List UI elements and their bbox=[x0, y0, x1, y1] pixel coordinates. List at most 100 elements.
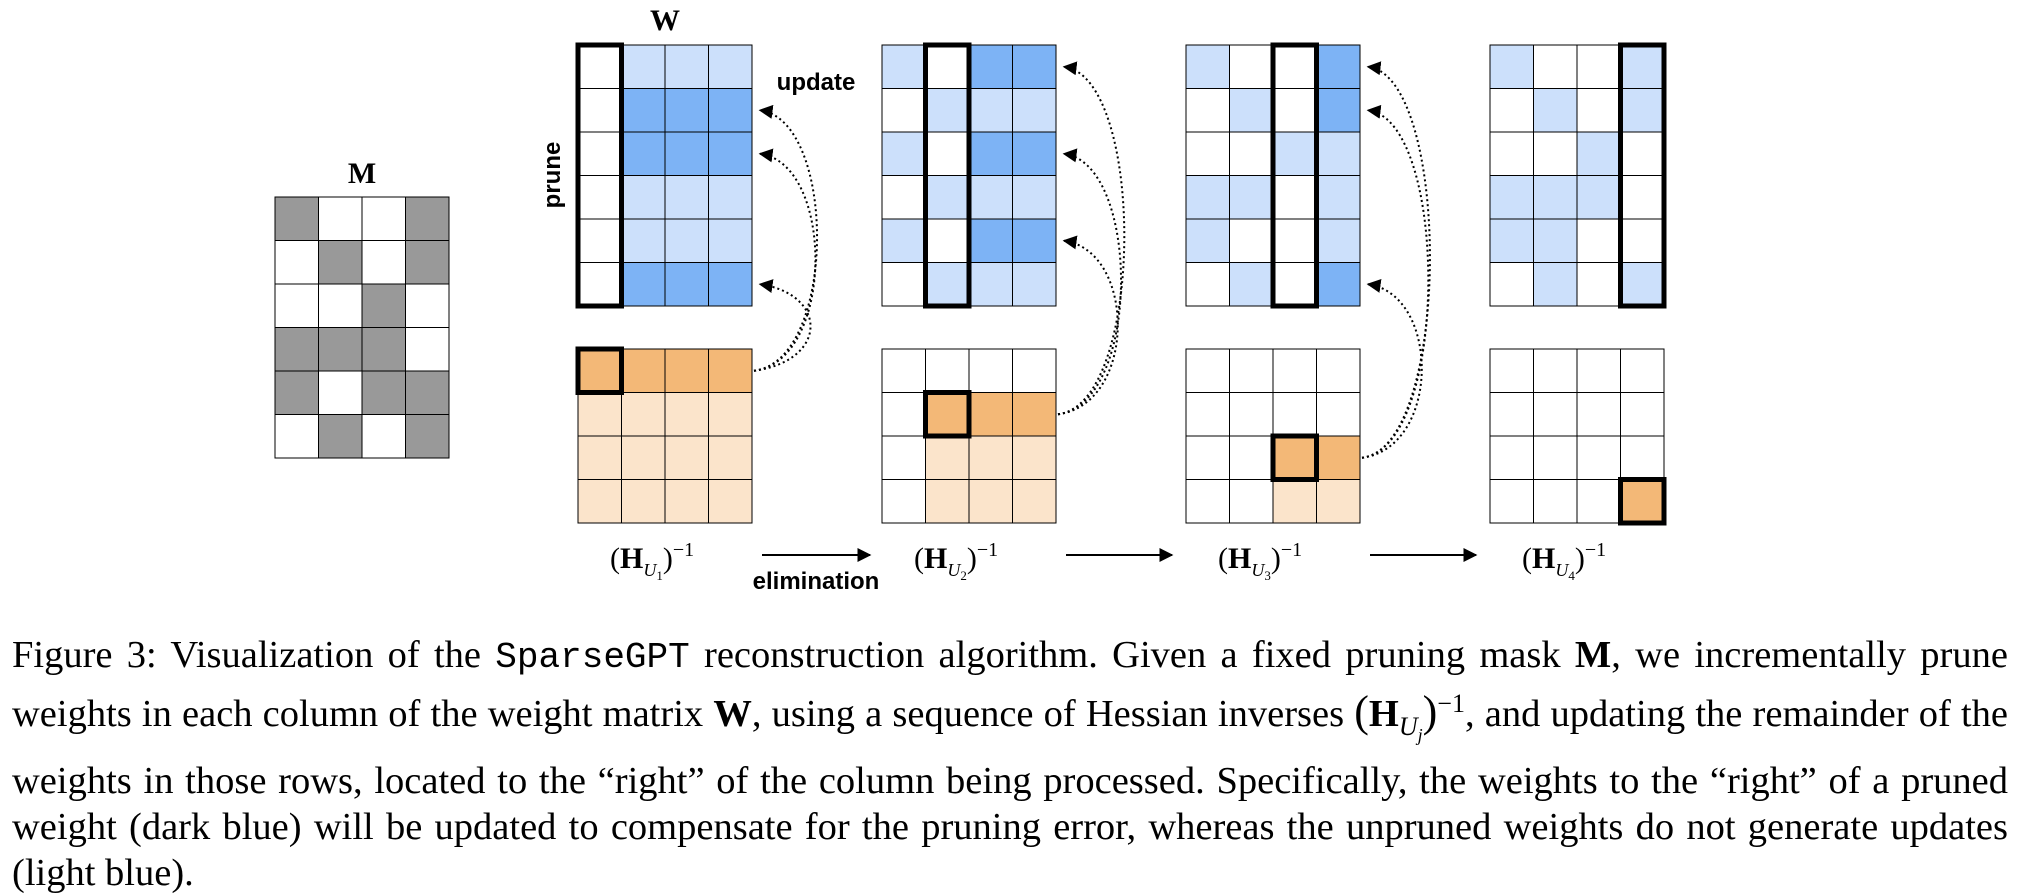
caption-text-2: reconstruction algorithm. Given a fixed … bbox=[689, 634, 1575, 676]
mask-cell bbox=[274, 370, 319, 415]
weight-cell bbox=[1620, 44, 1665, 89]
hessian-cell bbox=[1185, 348, 1230, 393]
weight-cell bbox=[925, 131, 970, 176]
hessian-cell bbox=[708, 348, 753, 393]
hessian-cell bbox=[1316, 392, 1361, 437]
pruned-column-outline bbox=[1618, 42, 1667, 309]
hessian-cell bbox=[1489, 479, 1534, 524]
mask-cell bbox=[405, 283, 450, 328]
hessian-cell bbox=[925, 479, 970, 524]
caption-text-5: , and updating the remainder of the weig… bbox=[12, 692, 2008, 894]
weight-cell bbox=[1185, 131, 1230, 176]
hessian-cell bbox=[968, 435, 1013, 480]
caption-weight-symbol: W bbox=[713, 692, 752, 735]
weight-cell bbox=[1620, 88, 1665, 133]
hessian-cell bbox=[1316, 348, 1361, 393]
mask-cell bbox=[318, 240, 363, 285]
hessian-cell bbox=[664, 435, 709, 480]
weight-cell bbox=[621, 44, 666, 89]
update-arrow bbox=[1361, 279, 1423, 459]
hessian-cell bbox=[1316, 435, 1361, 480]
mask-cell bbox=[318, 283, 363, 328]
update-arrow bbox=[1361, 104, 1430, 459]
weight-cell bbox=[1229, 175, 1274, 220]
hessian-cell bbox=[1620, 479, 1665, 524]
weight-cell bbox=[664, 218, 709, 263]
weight-cell bbox=[1620, 262, 1665, 307]
weight-cell bbox=[577, 175, 622, 220]
mask-cell bbox=[318, 196, 363, 241]
weight-cell bbox=[621, 175, 666, 220]
hessian-cell bbox=[1229, 479, 1274, 524]
weight-cell bbox=[1620, 131, 1665, 176]
weight-cell bbox=[621, 131, 666, 176]
figure-caption: Figure 3: Visualization of the SparseGPT… bbox=[12, 632, 2008, 896]
weight-cell bbox=[577, 218, 622, 263]
hessian-cell bbox=[664, 348, 709, 393]
weight-cell bbox=[1229, 88, 1274, 133]
update-arrow bbox=[753, 279, 812, 372]
weight-cell bbox=[1489, 262, 1534, 307]
weight-cell bbox=[1576, 131, 1621, 176]
weight-cell bbox=[577, 262, 622, 307]
weight-cell bbox=[664, 88, 709, 133]
hessian-cell bbox=[1272, 435, 1317, 480]
caption-text-1: Figure 3: Visualization of the bbox=[12, 634, 496, 676]
weight-cell bbox=[1316, 88, 1361, 133]
weight-cell bbox=[1272, 88, 1317, 133]
hessian-cell bbox=[577, 392, 622, 437]
hessian-cell bbox=[621, 435, 666, 480]
weight-cell bbox=[1012, 88, 1057, 133]
update-arrow bbox=[1057, 61, 1126, 416]
hessian-cell bbox=[1533, 392, 1578, 437]
mask-cell bbox=[405, 327, 450, 372]
weight-cell bbox=[1533, 131, 1578, 176]
hessian-diagonal-outline bbox=[1618, 477, 1667, 526]
mask-cell bbox=[405, 414, 450, 459]
weight-cell bbox=[1620, 175, 1665, 220]
step-1 bbox=[575, 42, 818, 524]
weight-cell bbox=[1316, 262, 1361, 307]
hessian-cell bbox=[1012, 435, 1057, 480]
hessian-cell bbox=[968, 392, 1013, 437]
hessian-label-1: (HU1)−1 bbox=[610, 539, 694, 583]
weight-cell bbox=[881, 88, 926, 133]
weight-cell bbox=[1229, 44, 1274, 89]
caption-hessian-sup: −1 bbox=[1437, 689, 1465, 718]
hessian-cell bbox=[881, 392, 926, 437]
weight-cell bbox=[1272, 218, 1317, 263]
weight-cell bbox=[1576, 175, 1621, 220]
weight-cell bbox=[621, 218, 666, 263]
weight-cell bbox=[925, 262, 970, 307]
hessian-labels: (HU1)−1(HU2)−1(HU3)−1(HU4)−1 bbox=[610, 539, 1606, 583]
caption-code-sparsegpt: SparseGPT bbox=[495, 637, 690, 678]
hessian-cell bbox=[1533, 479, 1578, 524]
hessian-cell bbox=[1185, 435, 1230, 480]
weight-cell bbox=[1012, 218, 1057, 263]
mask-cell bbox=[361, 240, 406, 285]
hessian-cell bbox=[1185, 392, 1230, 437]
weight-cell bbox=[1185, 88, 1230, 133]
hessian-cell bbox=[1533, 348, 1578, 393]
weight-cell bbox=[881, 44, 926, 89]
step-3 bbox=[1185, 42, 1431, 524]
weight-cell bbox=[1533, 44, 1578, 89]
weight-cell bbox=[1533, 262, 1578, 307]
mask-cell bbox=[274, 240, 319, 285]
hessian-cell bbox=[708, 479, 753, 524]
hessian-cell bbox=[925, 435, 970, 480]
hessian-cell bbox=[968, 348, 1013, 393]
hessian-cell bbox=[881, 435, 926, 480]
mask-label: M bbox=[348, 157, 376, 190]
caption-hessian-subsub: j bbox=[1417, 724, 1423, 745]
weight-cell bbox=[968, 44, 1013, 89]
weight-cell bbox=[968, 131, 1013, 176]
hessian-cell bbox=[925, 392, 970, 437]
weight-cell bbox=[1012, 131, 1057, 176]
weight-cell bbox=[1533, 175, 1578, 220]
weight-cell bbox=[1489, 175, 1534, 220]
hessian-cell bbox=[621, 479, 666, 524]
hessian-cell bbox=[664, 479, 709, 524]
hessian-cell bbox=[881, 348, 926, 393]
mask-cell bbox=[274, 283, 319, 328]
